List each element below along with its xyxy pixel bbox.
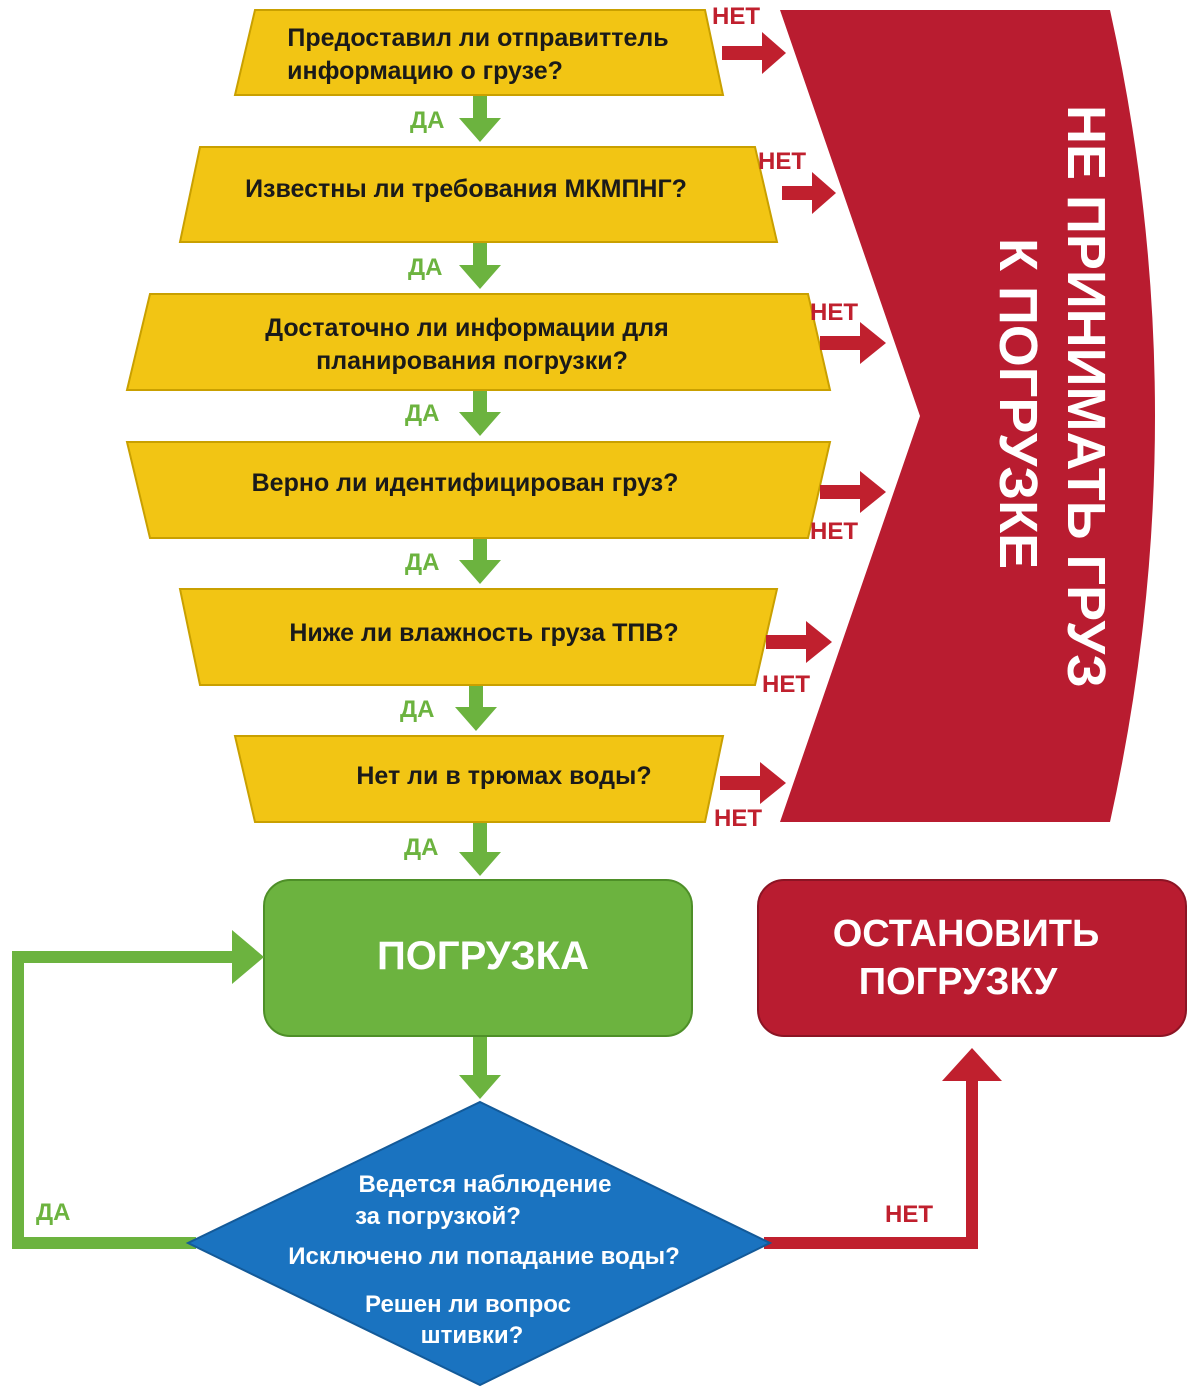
stop-box-line-2: ПОГРУЗКУ — [859, 961, 1058, 1003]
no-label: НЕТ — [810, 518, 858, 545]
question-text-line: Нет ли в трюмах воды? — [356, 762, 651, 790]
question-box-1: Предоставил ли отправиттель информацию о… — [233, 9, 725, 96]
no-stop-arrow: НЕТ — [764, 1048, 1002, 1249]
question-box-2: Известны ли требования МКМПНГ? — [178, 146, 779, 243]
question-text-line: планирования погрузки? — [316, 347, 628, 375]
no-label: НЕТ — [712, 3, 760, 30]
yes-arrow-6: ДА — [404, 823, 501, 876]
reject-banner-shape — [780, 10, 1155, 822]
yes-label: ДА — [405, 549, 439, 576]
no-label: НЕТ — [758, 148, 806, 175]
no-arrow-3: НЕТ — [810, 299, 886, 364]
yes-label: ДА — [408, 254, 442, 281]
question-text-line: Достаточно ли информации для — [265, 314, 668, 342]
question-shape — [233, 9, 725, 96]
question-box-3: Достаточно ли информации для планировани… — [125, 293, 832, 391]
stop-box: ОСТАНОВИТЬ ПОГРУЗКУ — [757, 879, 1187, 1037]
no-arrow-6: НЕТ — [714, 762, 786, 832]
diamond-text-line: Исключено ли попадание воды? — [288, 1243, 680, 1270]
question-shape — [178, 146, 779, 243]
question-text-line: информацию о грузе? — [287, 57, 563, 85]
monitor-check-diamond: Ведется наблюдение за погрузкой? Исключе… — [185, 1100, 773, 1387]
yes-arrow-3: ДА — [405, 391, 501, 436]
loading-box: ПОГРУЗКА — [263, 879, 693, 1037]
diamond-text-line: Ведется наблюдение — [358, 1171, 611, 1198]
loading-to-check-arrow — [459, 1037, 501, 1099]
yes-arrow-1: ДА — [410, 96, 501, 142]
diamond-text-line: за погрузкой? — [355, 1203, 521, 1230]
question-shape — [178, 588, 779, 686]
question-shape — [125, 441, 832, 539]
question-text-line: Известны ли требования МКМПНГ? — [245, 175, 687, 203]
yes-label: ДА — [400, 696, 434, 723]
no-label: НЕТ — [810, 299, 858, 326]
no-arrow-1: НЕТ — [712, 3, 786, 74]
question-box-5: Ниже ли влажность груза ТПВ? — [178, 588, 779, 686]
no-label: НЕТ — [885, 1201, 933, 1228]
yes-label: ДА — [404, 834, 438, 861]
question-text-line: Предоставил ли отправиттель — [287, 24, 668, 52]
question-shape — [125, 293, 832, 391]
diamond-text-line: штивки? — [421, 1322, 524, 1349]
question-box-6: Нет ли в трюмах воды? — [233, 735, 725, 823]
yes-arrow-2: ДА — [408, 243, 501, 289]
question-box-4: Верно ли идентифицирован груз? — [125, 441, 832, 539]
diamond-text-line: Решен ли вопрос — [365, 1291, 571, 1318]
stop-box-line-1: ОСТАНОВИТЬ — [833, 913, 1100, 955]
no-label: НЕТ — [762, 671, 810, 698]
no-arrow-2: НЕТ — [758, 148, 836, 214]
no-label: НЕТ — [714, 805, 762, 832]
reject-banner-line-1: НЕ ПРИНИМАТЬ ГРУЗ — [1056, 105, 1116, 688]
no-arrow-5: НЕТ — [762, 621, 832, 698]
yes-label: ДА — [405, 400, 439, 427]
reject-banner: НЕ ПРИНИМАТЬ ГРУЗ К ПОГРУЗКЕ — [780, 10, 1155, 822]
question-text-line: Ниже ли влажность груза ТПВ? — [289, 619, 678, 647]
yes-arrow-5: ДА — [400, 686, 497, 731]
yes-arrow-4: ДА — [405, 539, 501, 584]
yes-loop-arrow: ДА — [12, 930, 264, 1249]
reject-banner-line-2: К ПОГРУЗКЕ — [988, 238, 1048, 569]
question-text-line: Верно ли идентифицирован груз? — [252, 469, 679, 497]
yes-label: ДА — [36, 1199, 70, 1226]
diamond-shape — [185, 1100, 773, 1387]
loading-box-label: ПОГРУЗКА — [377, 934, 589, 978]
yes-label: ДА — [410, 107, 444, 134]
question-shape — [233, 735, 725, 823]
no-arrow-4: НЕТ — [810, 471, 886, 545]
